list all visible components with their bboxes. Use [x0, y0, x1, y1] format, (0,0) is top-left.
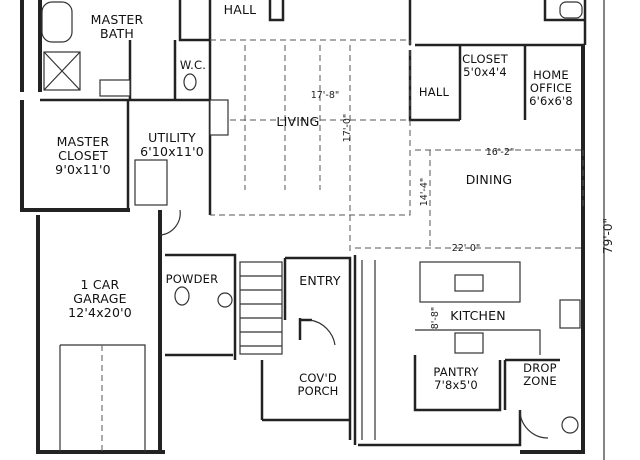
range: [454, 332, 484, 354]
room-pantry-size: 7'8x5'0: [434, 378, 478, 392]
room-home-office-size: 6'6x6'8: [529, 94, 573, 108]
powder-toilet: [174, 286, 190, 306]
washer-dryer: [134, 159, 168, 206]
dim-dining-depth: 14'-4": [419, 178, 430, 207]
wc-toilet: [183, 73, 197, 91]
room-closet: CLOSET: [462, 52, 509, 66]
room-dining: DINING: [466, 172, 513, 187]
room-wc: W.C.: [180, 58, 206, 72]
dimension-labels: 17'-8" 17'-0" 16'-2" 14'-4" 22'-0" 8'-8"…: [311, 0, 615, 460]
room-garage-line1: 1 CAR: [81, 277, 120, 292]
vanity: [99, 79, 131, 97]
room-utility-size: 6'10x11'0: [140, 144, 204, 159]
room-garage-line2: GARAGE: [73, 291, 127, 306]
stairs: [239, 261, 283, 355]
powder-sink: [217, 292, 233, 308]
room-porch-line1: COV'D: [299, 371, 337, 385]
room-hall-top: HALL: [224, 2, 257, 17]
dim-living-width: 17'-8": [311, 90, 340, 101]
room-kitchen: KITCHEN: [450, 308, 506, 323]
room-home-office-line1: HOME: [533, 68, 569, 82]
room-master-closet-line2: CLOSET: [58, 148, 108, 163]
fireplace: [209, 99, 229, 136]
ceiling-lines: [210, 39, 584, 255]
room-garage-size: 12'4x20'0: [68, 305, 132, 320]
top-right-fixture: [559, 1, 583, 19]
kitchen-sink: [454, 274, 484, 292]
room-hall-right: HALL: [419, 85, 450, 99]
room-home-office-line2: OFFICE: [530, 81, 572, 95]
dim-overall-depth: 79'-0": [601, 218, 615, 254]
bathtub: [41, 1, 73, 43]
room-labels: HALL MASTER BATH W.C. MASTER CLOSET 9'0x…: [55, 2, 573, 398]
dim-dining-width: 16'-2": [486, 147, 515, 158]
dim-living-depth: 17'-0": [342, 114, 353, 143]
room-powder: POWDER: [166, 272, 219, 286]
room-utility: UTILITY: [148, 130, 196, 145]
drop-zone-sink: [561, 416, 579, 434]
refrigerator: [559, 299, 581, 329]
room-master-closet-size: 9'0x11'0: [55, 162, 111, 177]
room-master-bath-line1: MASTER: [91, 12, 144, 27]
room-drop-zone-line1: DROP: [523, 361, 557, 375]
room-porch-line2: PORCH: [297, 384, 338, 398]
dim-kitchen-depth: 8'-8": [430, 307, 441, 330]
dim-kitchen-width: 22'-0": [452, 243, 481, 254]
room-entry: ENTRY: [299, 273, 341, 288]
room-pantry: PANTRY: [433, 365, 479, 379]
room-master-bath-line2: BATH: [100, 26, 134, 41]
fixtures: [41, 1, 583, 440]
room-drop-zone-line2: ZONE: [523, 374, 557, 388]
room-master-closet-line1: MASTER: [57, 134, 110, 149]
room-closet-size: 5'0x4'4: [463, 65, 507, 79]
room-living: LIVING: [276, 114, 319, 129]
